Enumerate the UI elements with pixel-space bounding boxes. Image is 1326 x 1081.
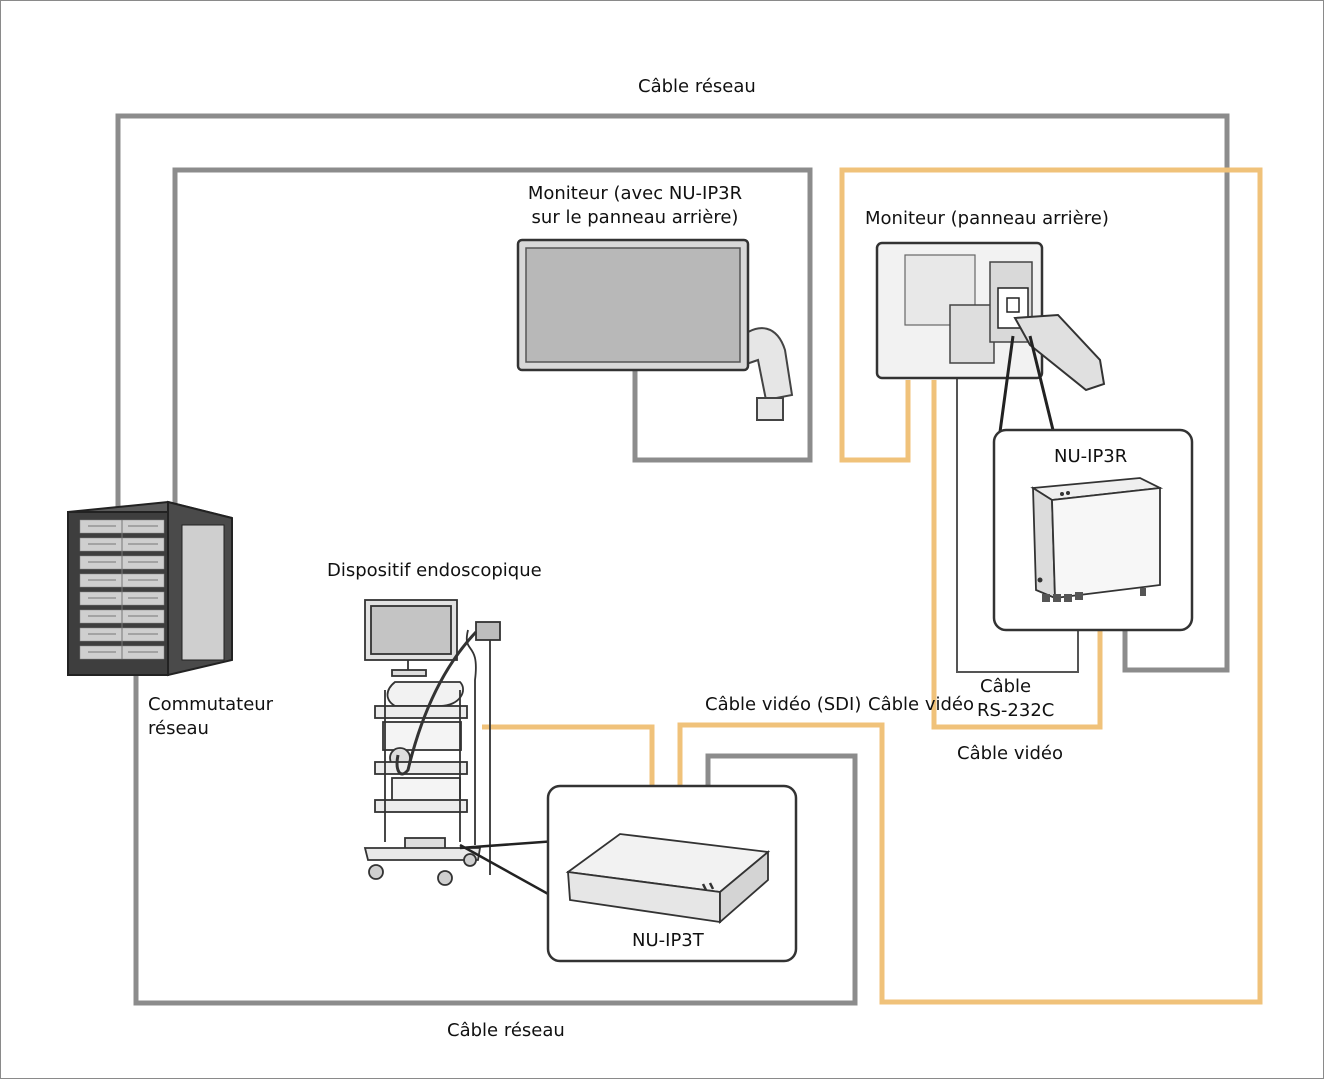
endoscope-label: Dispositif endoscopique [327, 560, 542, 581]
network-cable-outer-loop [115, 113, 1230, 673]
front-monitor-label-line1: Moniteur (avec NU-IP3R [527, 183, 743, 204]
video-cable-rear-monitor [677, 167, 1263, 1005]
endoscope-shelf-3 [374, 799, 468, 813]
video-cable-receiver [931, 380, 1103, 730]
network-cable-front-monitor [172, 167, 813, 515]
switch-label-line2: réseau [148, 718, 209, 739]
receiver-name-label: NU-IP3R [1054, 446, 1128, 467]
rs232c-cable [956, 370, 1079, 673]
endoscope-shelf-1 [374, 705, 468, 719]
front-monitor [516, 238, 794, 421]
video-cable-label-2: Câble vidéo [957, 743, 1063, 764]
video-cable-label-1: Câble vidéo [868, 694, 974, 715]
rs232c-label-line1: Câble [980, 676, 1032, 697]
front-monitor-screen [525, 247, 741, 363]
receiver-callout [992, 335, 1194, 632]
network-cables [115, 113, 1230, 1006]
front-monitor-label-line2: sur le panneau arrière) [531, 207, 739, 228]
transmitter-callout [459, 784, 798, 963]
endoscope-unit-2 [391, 777, 461, 803]
endoscope-scope-holder [475, 621, 501, 641]
rear-monitor [875, 241, 1106, 392]
cable-reseau-top-label: Câble réseau [638, 76, 756, 97]
cable-reseau-bottom-label: Câble réseau [447, 1020, 565, 1041]
endoscopic-device [363, 599, 501, 886]
rear-monitor-arm [1013, 313, 1106, 392]
rear-monitor-label: Moniteur (panneau arrière) [865, 208, 1109, 229]
switch-label-line1: Commutateur [148, 694, 274, 715]
network-cable-bottom-loop [133, 670, 858, 1006]
receiver-device-front [1051, 486, 1161, 600]
endoscope-shelf-2 [374, 761, 468, 775]
video-sdi-label: Câble vidéo (SDI) [705, 694, 862, 715]
transmitter-name-label: NU-IP3T [632, 930, 704, 951]
network-switch [67, 500, 233, 677]
rs232c-label-line2: RS-232C [977, 700, 1055, 721]
transmitter-device-side [719, 850, 769, 924]
